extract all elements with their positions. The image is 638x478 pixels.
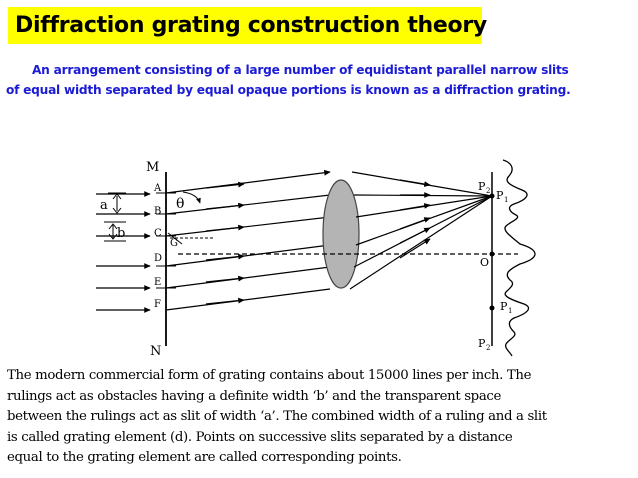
label-F: F bbox=[154, 299, 161, 310]
body-line-3: between the rulings act as slit of width… bbox=[7, 409, 547, 424]
label-M: M bbox=[146, 160, 159, 175]
converging-rays bbox=[349, 171, 493, 290]
label-P2-bottom: P bbox=[478, 337, 486, 350]
label-P1-bottom-sub: 1 bbox=[508, 307, 512, 315]
intro-line-1: An arrangement consisting of a large num… bbox=[32, 63, 569, 77]
dimension-markers bbox=[104, 192, 126, 242]
body-line-2: rulings act as obstacles having a defini… bbox=[7, 388, 502, 404]
page-title: Diffraction grating construction theory bbox=[8, 7, 487, 44]
label-P1-top-sub: 1 bbox=[504, 196, 508, 204]
diffraction-grating-diagram: a b M N A B C D E F G θ bbox=[96, 159, 536, 359]
label-N: N bbox=[150, 344, 161, 359]
label-b: b bbox=[117, 226, 125, 241]
theta-angle bbox=[167, 191, 214, 245]
label-O: O bbox=[480, 256, 489, 269]
body-paragraph: The modern commercial form of grating co… bbox=[7, 366, 632, 469]
diffracted-rays bbox=[165, 169, 331, 311]
label-G: G bbox=[170, 238, 178, 249]
label-P2-top: P bbox=[478, 180, 486, 193]
convex-lens bbox=[322, 179, 360, 289]
incident-rays bbox=[96, 191, 151, 313]
label-P2-bottom-sub: 2 bbox=[486, 344, 490, 352]
label-E: E bbox=[154, 277, 161, 288]
label-D: D bbox=[154, 253, 162, 264]
screen-points bbox=[489, 193, 495, 311]
label-B: B bbox=[154, 206, 161, 217]
label-P1-bottom: P bbox=[500, 300, 508, 313]
label-A: A bbox=[153, 183, 162, 194]
intro-paragraph: An arrangement consisting of a large num… bbox=[6, 60, 632, 100]
body-line-4: is called grating element (d). Points on… bbox=[7, 429, 513, 445]
intensity-pattern-curve bbox=[502, 159, 536, 357]
intro-line-2: of equal width separated by equal opaque… bbox=[6, 83, 571, 97]
body-line-5: equal to the grating element are called … bbox=[7, 450, 402, 465]
label-theta: θ bbox=[176, 196, 184, 212]
label-P1-top: P bbox=[496, 189, 504, 202]
label-P2-top-sub: 2 bbox=[486, 187, 490, 195]
body-line-1: The modern commercial form of grating co… bbox=[7, 368, 532, 383]
label-a: a bbox=[100, 198, 108, 213]
label-C: C bbox=[154, 228, 162, 239]
